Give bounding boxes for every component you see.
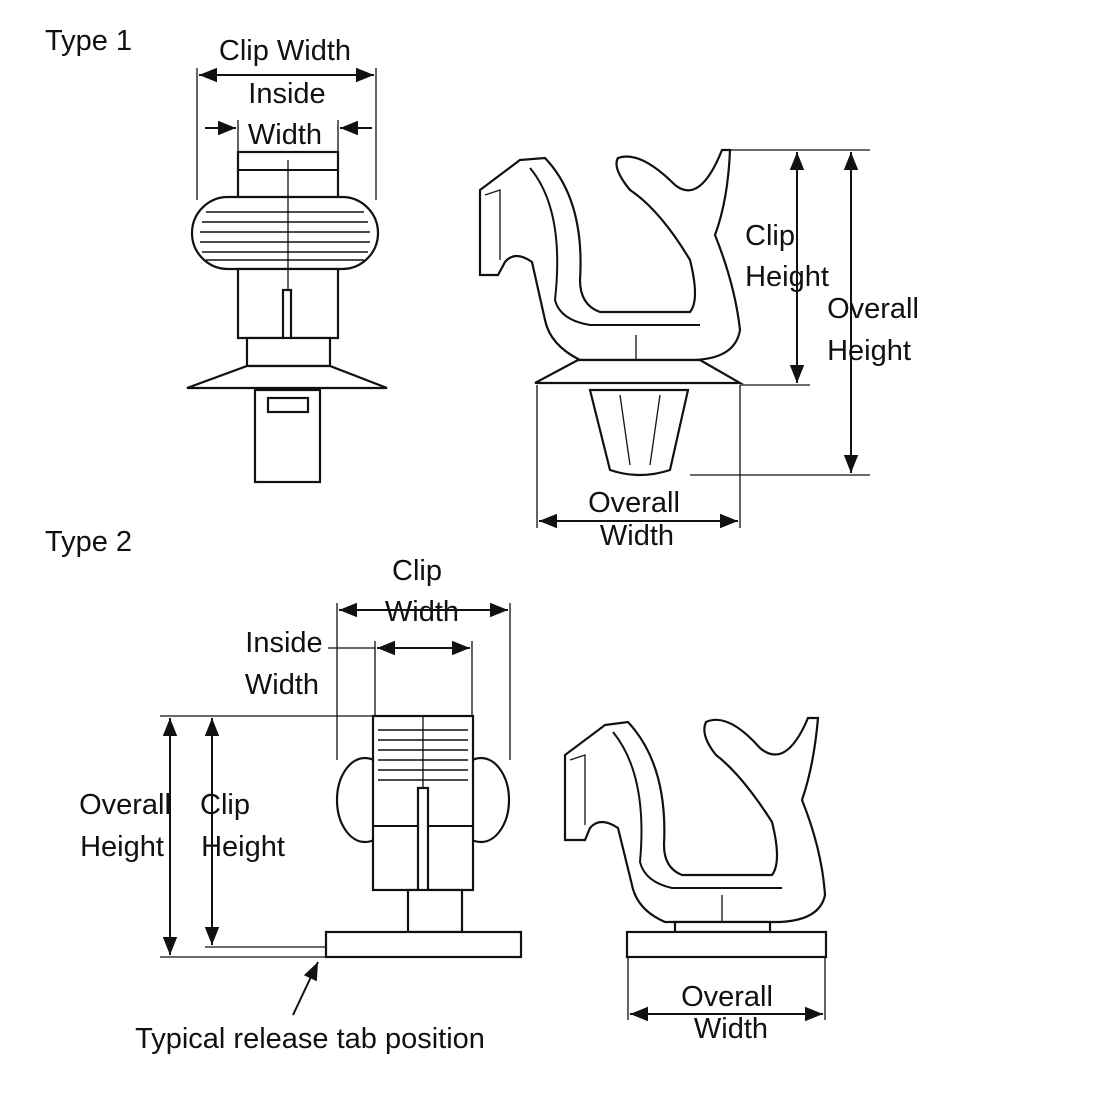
type1-clip-height-label-line1: Clip <box>745 220 795 252</box>
type1-inside-width-label-line2: Width <box>248 119 322 151</box>
type1-side-dimensions <box>536 149 870 529</box>
type2-overall-width-label-line1: Overall <box>681 981 773 1013</box>
type1-overall-width-label-line2: Width <box>600 520 674 552</box>
type2-inside-width-label-line2: Width <box>245 669 319 701</box>
type2-clip-height-label-line2: Height <box>201 831 285 863</box>
grip-ribs <box>200 211 370 261</box>
type1-clip-width-label: Clip Width <box>219 35 351 67</box>
type2-side-view <box>563 716 828 959</box>
type1-overall-height-label-line2: Height <box>827 335 911 367</box>
type2-front-view <box>324 714 523 959</box>
type1-front-view <box>186 150 388 484</box>
type1-overall-height-label-line1: Overall <box>827 293 919 325</box>
release-tab-note: Typical release tab position <box>135 1023 485 1055</box>
type2-clip-height-label-line1: Clip <box>200 789 250 821</box>
type2-heading: Type 2 <box>45 526 132 558</box>
type2-overall-width-label-line2: Width <box>694 1013 768 1045</box>
type2-front-dimensions <box>160 602 511 1016</box>
type2-inside-width-label-line1: Inside <box>245 627 322 659</box>
type1-overall-width-label-line1: Overall <box>588 487 680 519</box>
type2-overall-height-label-line2: Height <box>80 831 164 863</box>
type1-inside-width-label-line1: Inside <box>248 78 325 110</box>
type2-side-dimensions <box>627 957 826 1022</box>
type2-clip-width-label-line1: Clip <box>392 555 442 587</box>
type1-side-view <box>478 148 745 477</box>
type2-clip-width-label-line2: Width <box>385 596 459 628</box>
type1-heading: Type 1 <box>45 25 132 57</box>
type1-front-dimensions <box>196 67 377 200</box>
type1-clip-height-label-line2: Height <box>745 261 829 293</box>
type2-overall-height-label-line1: Overall <box>79 789 171 821</box>
